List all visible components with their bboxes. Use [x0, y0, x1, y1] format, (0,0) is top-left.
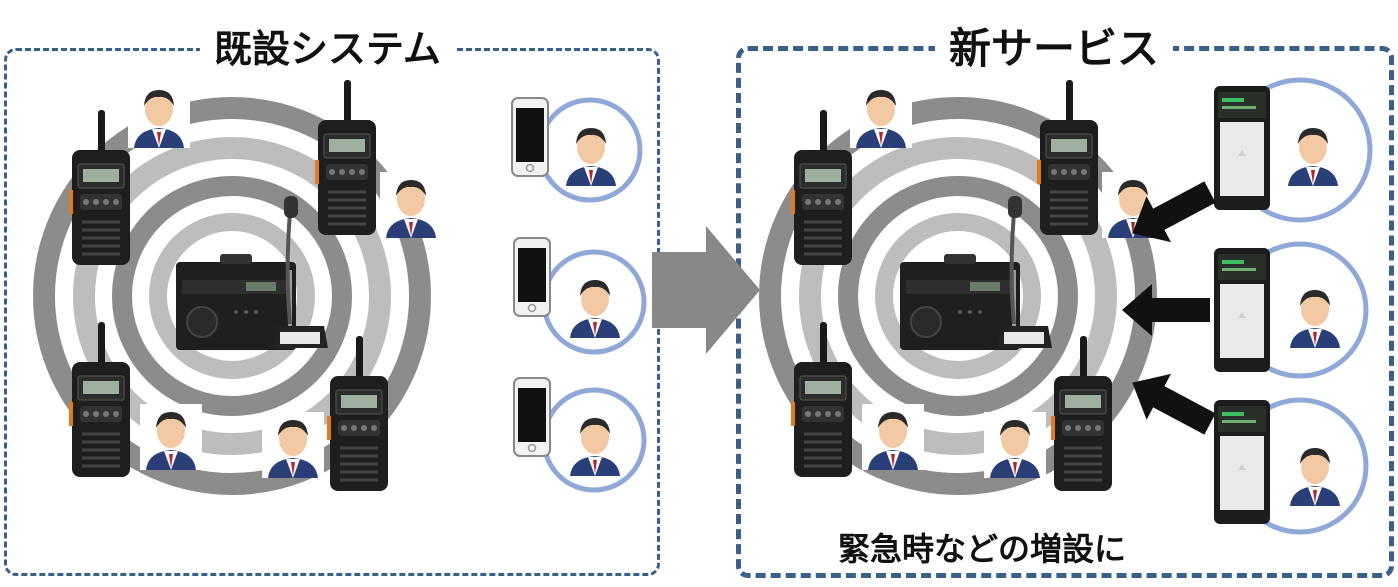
person-icon	[862, 404, 924, 470]
smartphone-icon	[1214, 400, 1270, 524]
person-icon	[560, 120, 622, 186]
radio-icon	[325, 334, 390, 493]
person-icon	[564, 410, 626, 476]
person-icon	[1282, 120, 1344, 186]
smartphone-icon	[1214, 86, 1270, 210]
radio-icon	[313, 78, 378, 237]
radio-icon	[789, 320, 854, 479]
radio-icon	[1035, 78, 1100, 237]
person-icon	[850, 82, 912, 148]
person-icon	[262, 412, 324, 478]
person-icon	[140, 404, 202, 470]
transition-arrow	[652, 226, 760, 354]
person-icon	[1284, 282, 1346, 348]
signal-rings-left	[33, 97, 431, 495]
person-icon	[1284, 440, 1346, 506]
existing-system-title: 既設システム	[200, 30, 455, 68]
smartphone-icon	[513, 237, 551, 317]
person-icon	[564, 272, 626, 338]
smartphone-icon	[1214, 248, 1270, 372]
smartphone-icon	[513, 377, 551, 457]
radio-icon	[789, 108, 854, 267]
phone-group-left	[511, 97, 647, 493]
smartphone-icon	[511, 97, 549, 177]
radio-icon	[67, 320, 132, 479]
phone-group-right	[1214, 77, 1373, 535]
person-icon	[380, 172, 442, 238]
expansion-caption: 緊急時などの増設に	[838, 530, 1127, 568]
person-icon	[128, 82, 190, 148]
person-icon	[984, 412, 1046, 478]
new-service-title: 新サービス	[935, 28, 1174, 70]
